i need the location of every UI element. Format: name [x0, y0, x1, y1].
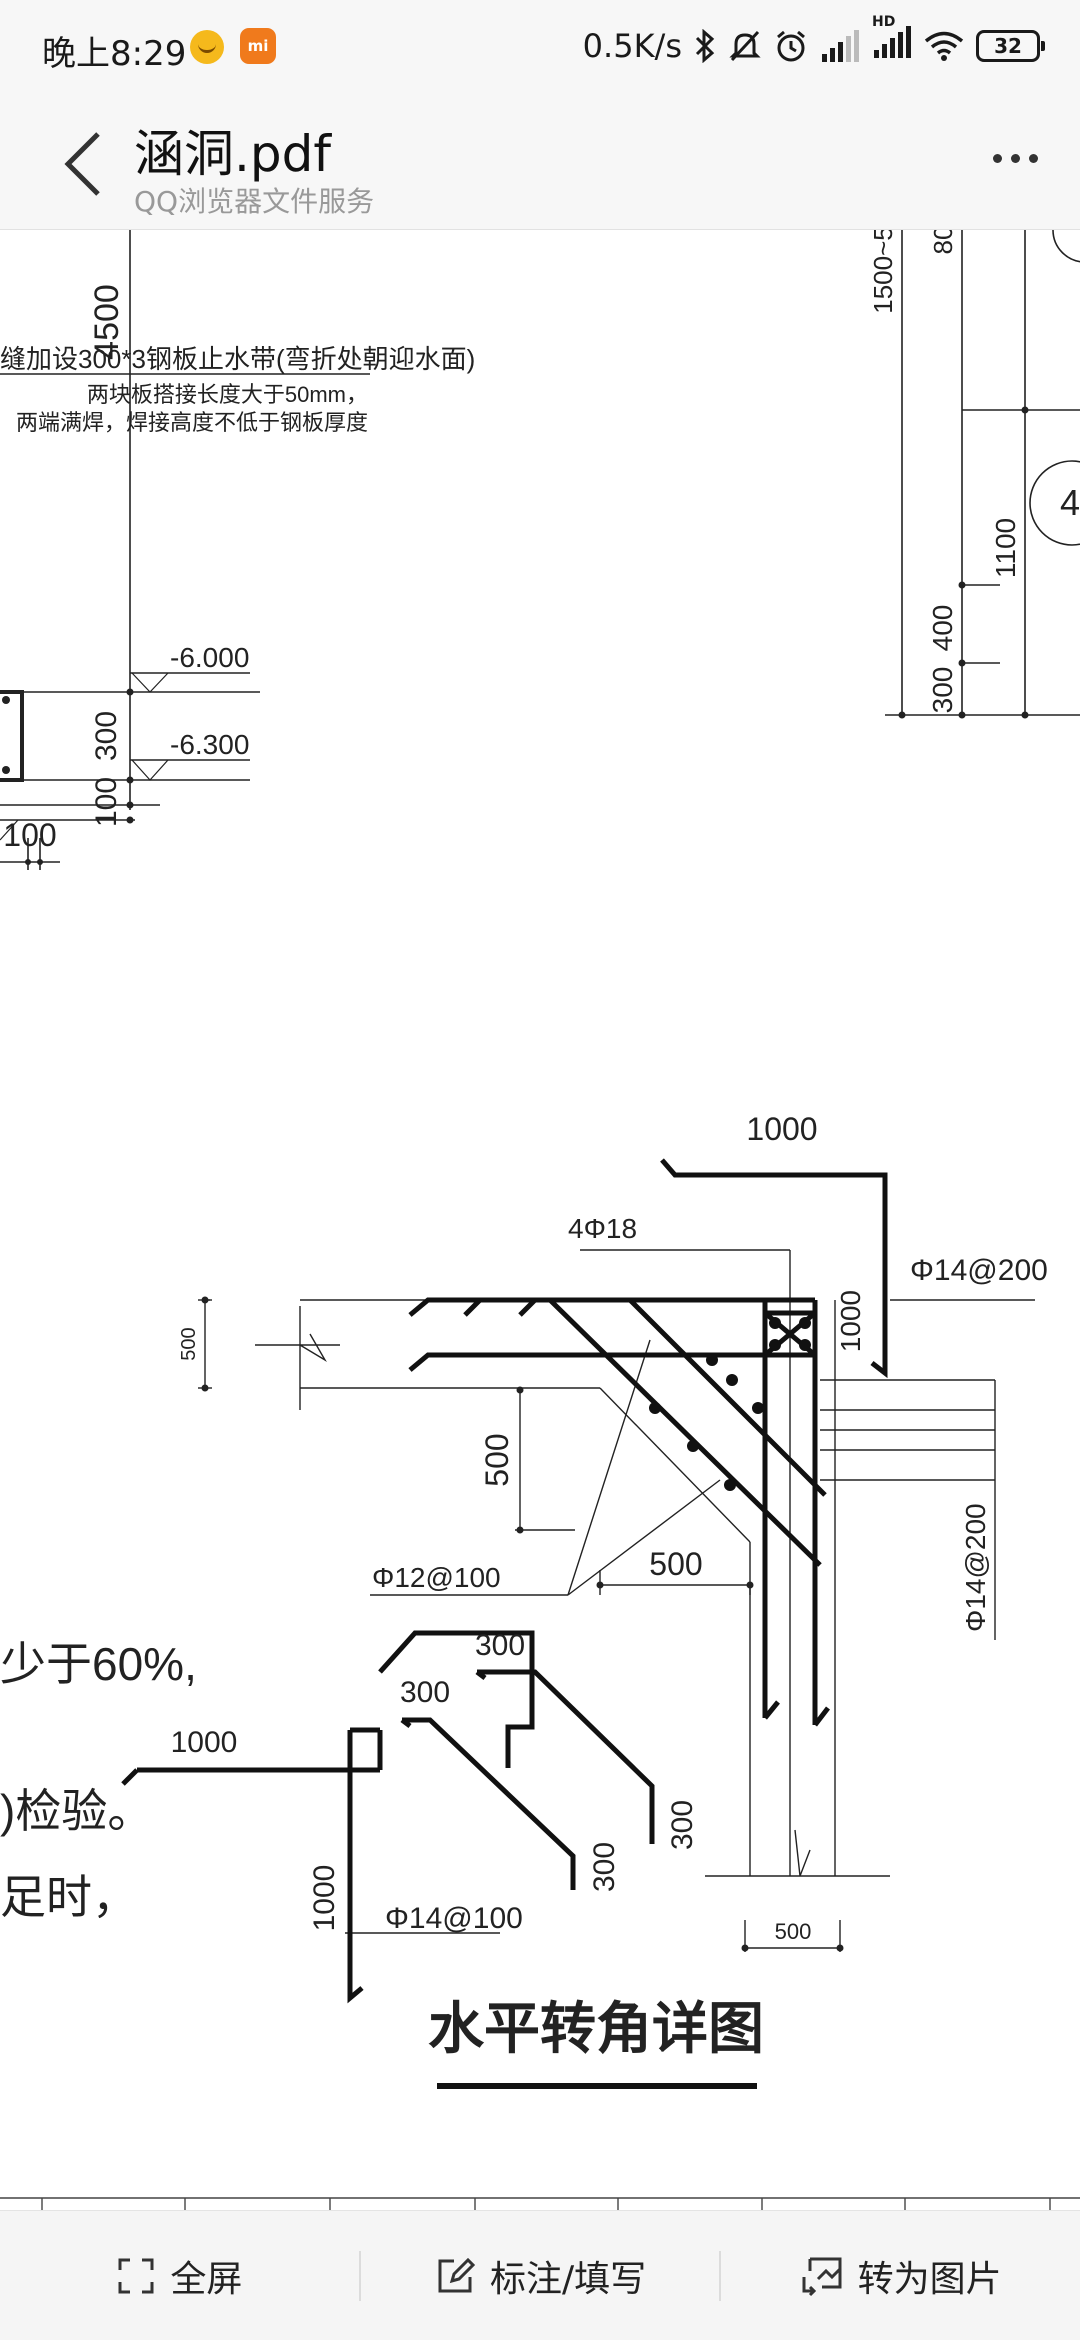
dimension-label: 300 [666, 1800, 699, 1850]
elevation-label: -6.300 [170, 729, 249, 760]
hd-label: HD [872, 14, 896, 30]
app-notification-icon [190, 30, 224, 64]
more-dot-icon [1010, 153, 1020, 163]
status-bar: 晚上8:29 mi 0.5K/s HD [0, 0, 1080, 96]
rebar-label: Φ14@200 [960, 1503, 991, 1632]
convert-to-image-button[interactable]: 转为图片 [721, 2211, 1080, 2340]
fullscreen-button[interactable]: 全屏 [0, 2211, 359, 2340]
fullscreen-label: 全屏 [170, 2258, 243, 2300]
back-arrow-icon [64, 132, 100, 196]
bluetooth-icon [695, 29, 715, 63]
dimension-label: 1000 [746, 1111, 817, 1147]
annotate-button[interactable]: 标注/填写 [361, 2211, 720, 2340]
cad-drawing: 缝加设300*3钢板止水带(弯折处朝迎水面) 两块板搭接长度大于50mm， 两端… [0, 230, 1080, 2210]
dimension-label: 300 [927, 667, 958, 714]
document-title: 涵洞.pdf [134, 125, 331, 183]
dimension-label: 80 [928, 230, 958, 254]
toolbar-divider [719, 2250, 722, 2301]
section-number: 4 [1060, 482, 1080, 523]
mute-bell-icon [729, 30, 761, 62]
note-text: 少于60%, [0, 1638, 197, 1690]
dimension-label: 300 [90, 711, 123, 761]
status-indicators: 0.5K/s HD [582, 14, 1045, 66]
waterstop-note-2: 两块板搭接长度大于50mm， [87, 382, 368, 407]
status-time: 晚上8:29 [42, 34, 187, 74]
dimension-label: 1000 [171, 1726, 238, 1759]
network-speed: 0.5K/s [582, 27, 682, 65]
more-dot-icon [992, 153, 1002, 163]
dimension-label: 500 [178, 1327, 200, 1360]
rebar-label: 4Φ18 [568, 1213, 637, 1244]
note-text: )检验。 [0, 1785, 153, 1837]
dimension-label: 1500~5 [868, 230, 898, 314]
bottom-toolbar: 全屏 标注/填写 转为图片 [0, 2210, 1080, 2340]
document-subtitle: QQ浏览器文件服务 [134, 185, 375, 218]
dimension-label: 300 [588, 1842, 621, 1892]
detail-title: 水平转角详图 [428, 1997, 764, 2062]
dimension-label: 100 [90, 777, 123, 827]
elevation-label: -6.000 [170, 642, 249, 673]
rebar-label: Φ14@200 [910, 1254, 1048, 1287]
back-button[interactable] [50, 122, 120, 202]
dimension-label: 1000 [308, 1865, 341, 1932]
toolbar-divider [358, 2250, 361, 2301]
dimension-label: 1000 [835, 1290, 866, 1352]
dimension-label: 500 [479, 1433, 515, 1486]
alarm-icon [777, 30, 805, 62]
mi-app-icon: mi [240, 28, 276, 64]
wifi-icon [924, 31, 964, 61]
rebar-label: Φ12@100 [372, 1562, 501, 1593]
document-header: 涵洞.pdf QQ浏览器文件服务 [0, 96, 1080, 230]
edit-icon [438, 2257, 476, 2292]
waterstop-note-1: 缝加设300*3钢板止水带(弯折处朝迎水面) [0, 344, 475, 374]
signal-icon-2: HD [872, 14, 912, 66]
dimension-label: 300 [475, 1629, 525, 1662]
note-text: 足时， [0, 1871, 138, 1923]
convert-to-image-label: 转为图片 [857, 2258, 1002, 2300]
fullscreen-icon [118, 2258, 154, 2293]
dimension-label: 1100 [990, 518, 1021, 578]
annotate-label: 标注/填写 [489, 2258, 647, 2300]
rebar-label: Φ14@100 [385, 1902, 523, 1935]
dimension-label: 500 [775, 1919, 812, 1944]
battery-icon: 32 [976, 30, 1045, 62]
dimension-label: 400 [927, 605, 958, 652]
dimension-label: 4500 [88, 284, 126, 360]
dimension-label: 100 [3, 817, 56, 853]
pdf-viewer[interactable]: 缝加设300*3钢板止水带(弯折处朝迎水面) 两块板搭接长度大于50mm， 两端… [0, 230, 1080, 2210]
convert-image-icon [802, 2257, 842, 2296]
dimension-label: 500 [649, 1546, 702, 1582]
dimension-label: 300 [400, 1676, 450, 1709]
waterstop-note-3: 两端满焊，焊接高度不低于钢板厚度 [16, 410, 368, 435]
signal-icon-1 [822, 30, 859, 62]
more-options-button[interactable] [980, 138, 1050, 178]
more-dot-icon [1028, 153, 1038, 163]
